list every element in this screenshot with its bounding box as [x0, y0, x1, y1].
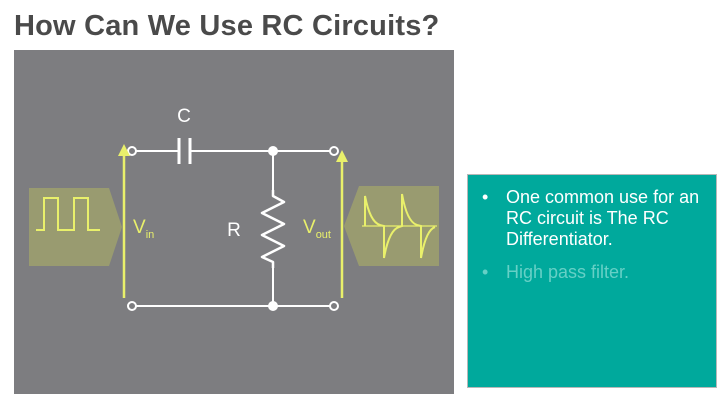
bullet-list: • One common use for an RC circuit is Th… — [482, 187, 710, 295]
vout-label: V — [303, 217, 316, 238]
vout-subscript: out — [316, 229, 331, 241]
vout-arrow — [336, 150, 348, 298]
bullet-text: One common use for an RC circuit is The … — [506, 187, 700, 249]
svg-text:Vin: Vin — [133, 217, 154, 241]
output-spike-wave-box — [344, 186, 439, 266]
slide-title: How Can We Use RC Circuits? — [14, 10, 440, 42]
capacitor-symbol — [177, 138, 192, 164]
bullet-item: • High pass filter. — [482, 262, 710, 283]
resistor-label: R — [227, 220, 241, 241]
info-panel: • One common use for an RC circuit is Th… — [467, 174, 717, 388]
vin-arrow — [118, 144, 130, 298]
bullet-text: High pass filter. — [506, 262, 630, 282]
svg-text:Vout: Vout — [303, 217, 331, 241]
input-square-wave-box — [29, 188, 122, 266]
bullet-item: • One common use for an RC circuit is Th… — [482, 187, 710, 250]
terminals — [127, 146, 339, 311]
resistor-symbol — [260, 190, 286, 268]
vin-subscript: in — [146, 229, 155, 241]
vin-label: V — [133, 217, 146, 238]
capacitor-label: C — [177, 106, 191, 127]
bullet-glyph: • — [482, 262, 489, 282]
bullet-glyph: • — [482, 187, 489, 207]
rc-differentiator-diagram: C R Vin Vout — [14, 50, 454, 394]
circuit-wires — [132, 150, 334, 307]
